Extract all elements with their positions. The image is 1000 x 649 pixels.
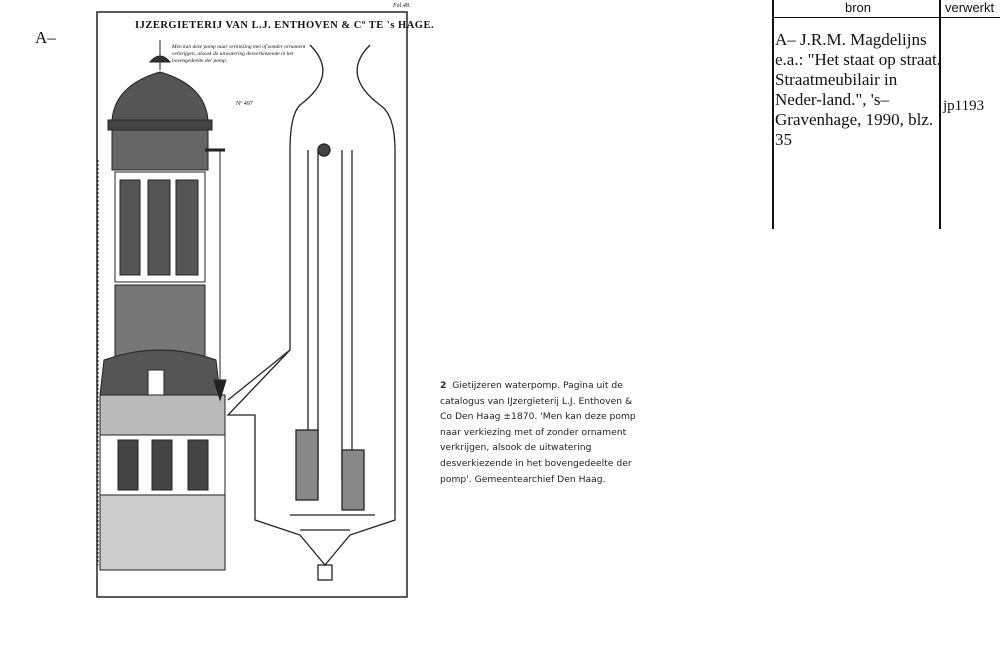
plate-title: IJZERGIETERIJ VAN L.J. ENTHOVEN & Cº TE …	[135, 20, 435, 31]
table-divider	[772, 0, 774, 229]
table-header-line	[772, 17, 1000, 18]
plate-number: Nº 497	[236, 101, 253, 107]
source-table	[772, 0, 1000, 229]
caption-text: Gietijzeren waterpomp. Pagina uit de cat…	[440, 380, 636, 485]
caption-number: 2	[440, 380, 447, 391]
table-cell-bron: A– J.R.M. Magdelijns e.a.: "Het staat op…	[775, 30, 942, 149]
table-cell-verwerkt: jp1193	[943, 98, 985, 114]
table-divider	[939, 0, 941, 229]
plate-folio: Fol.48.	[393, 3, 411, 9]
plate-note: Men kan deze pomp naar verkiezing met of…	[172, 44, 306, 64]
ornamental-pump-illustration	[97, 40, 227, 571]
header-verwerkt: verwerkt	[945, 0, 995, 15]
figure-caption: 2 Gietijzeren waterpomp. Pagina uit de c…	[440, 378, 640, 487]
pump-engraving	[96, 11, 408, 598]
item-marker: A–	[35, 28, 56, 47]
pump-cross-section	[226, 44, 396, 581]
header-bron: bron	[845, 0, 872, 15]
